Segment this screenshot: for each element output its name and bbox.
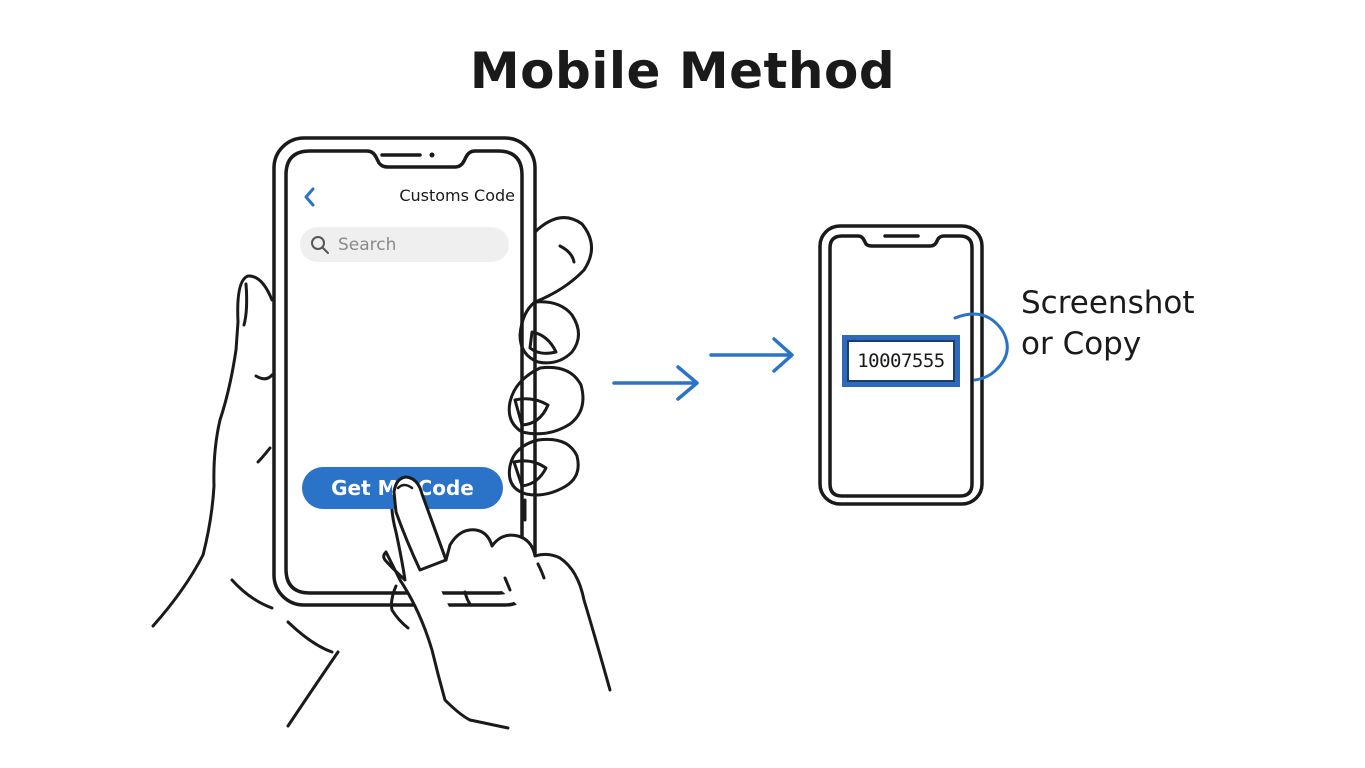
caption-line-2: or Copy xyxy=(1021,326,1142,362)
screenshot-caption: Screenshot or Copy xyxy=(1021,283,1195,365)
page-title: Mobile Method xyxy=(469,42,896,100)
chevron-left-icon xyxy=(304,187,315,207)
code-display[interactable]: 10007555 xyxy=(842,335,960,387)
arrows xyxy=(612,337,794,401)
app-header-title: Customs Code xyxy=(399,186,515,205)
holding-hand xyxy=(151,216,593,728)
caption-line-1: Screenshot xyxy=(1021,285,1195,321)
search-icon xyxy=(311,235,329,254)
get-my-code-button[interactable]: Get My Code xyxy=(302,467,503,509)
back-button[interactable] xyxy=(298,184,320,210)
arrow-2-icon xyxy=(709,337,794,373)
search-input[interactable] xyxy=(336,233,500,256)
search-field[interactable] xyxy=(300,227,509,262)
arrow-1-icon xyxy=(612,365,699,401)
code-value: 10007555 xyxy=(847,340,955,382)
swipe-arc-icon xyxy=(953,312,1009,382)
